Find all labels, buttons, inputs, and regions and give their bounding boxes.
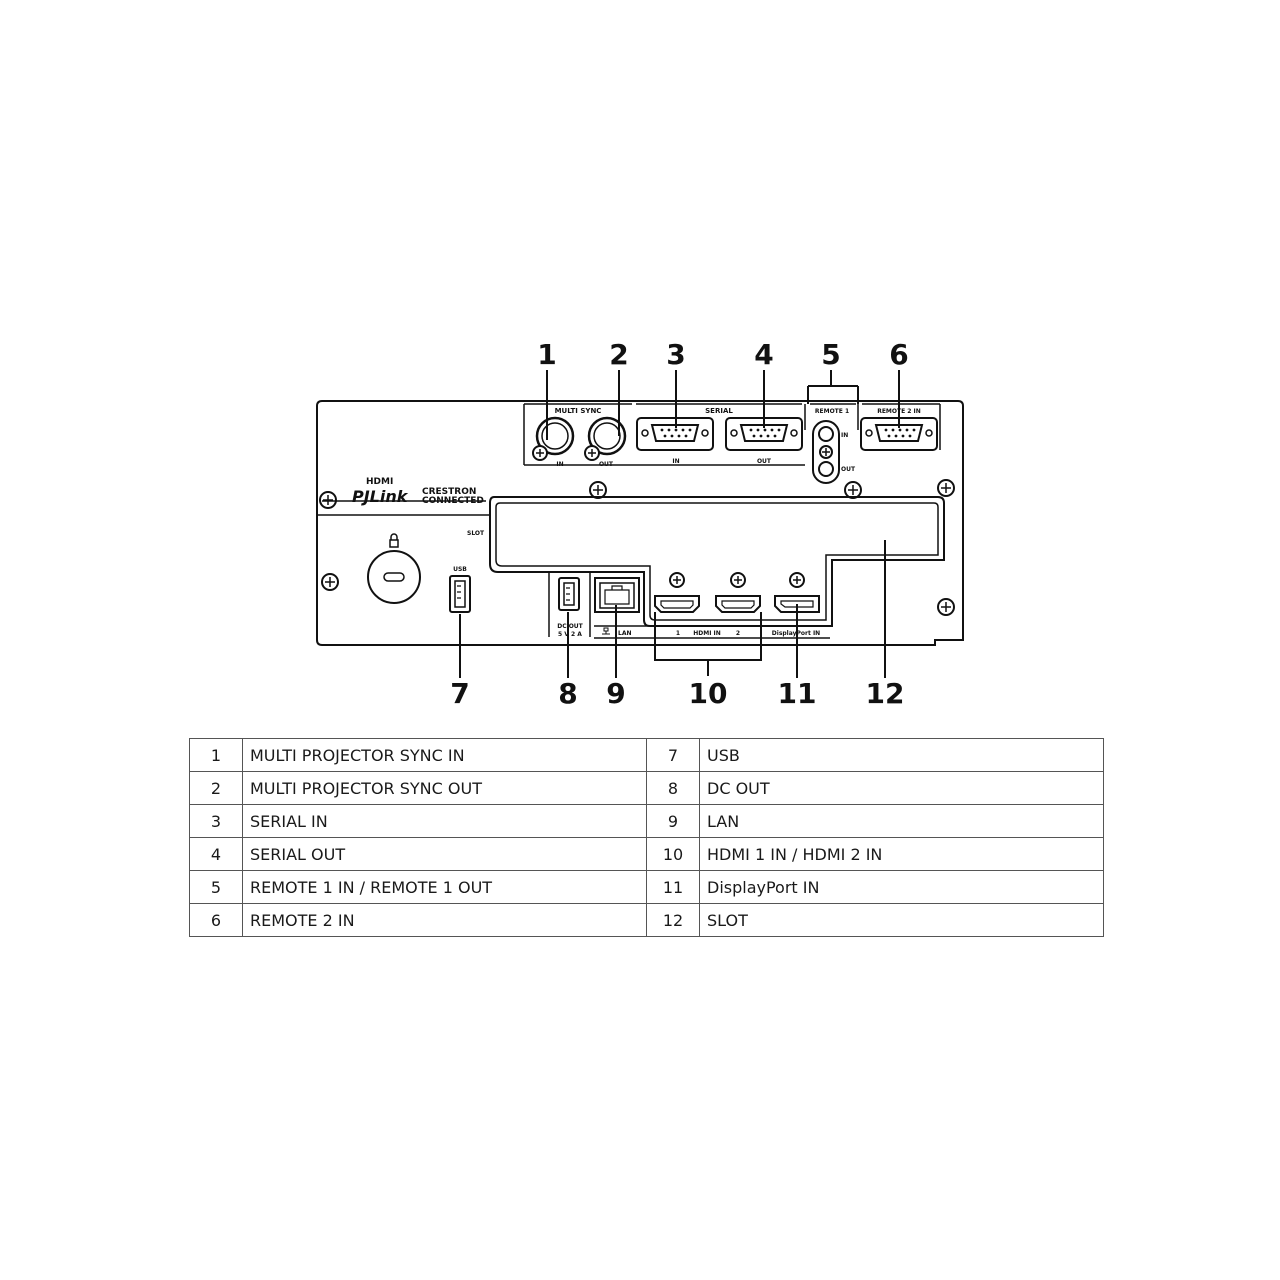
dc-out-label: DC OUT [557, 623, 583, 630]
screw-icon [669, 572, 685, 588]
lock-icon [389, 533, 399, 548]
legend-description: MULTI PROJECTOR SYNC OUT [242, 771, 647, 805]
legend-number: 10 [646, 837, 700, 871]
legend-description: LAN [699, 804, 1104, 838]
legend-number: 1 [189, 738, 243, 772]
legend-description: DC OUT [699, 771, 1104, 805]
legend-number: 8 [646, 771, 700, 805]
multi-sync-label: MULTI SYNC [555, 407, 602, 415]
legend-description: REMOTE 2 IN [242, 903, 647, 937]
legend-number: 2 [189, 771, 243, 805]
usb-port[interactable] [449, 575, 471, 613]
terminal-panel-diagram: MULTI SYNC IN OUT SERIAL IN OUT [316, 338, 964, 710]
legend-description: SERIAL IN [242, 804, 647, 838]
remote1-jacks[interactable] [812, 420, 840, 484]
hdmi-logo: HDMI [366, 477, 393, 487]
remote1-out-label: OUT [841, 466, 856, 473]
screw-icon [844, 481, 862, 499]
callout-1: 1 [537, 338, 556, 371]
multi-sync-in-connector[interactable] [532, 416, 575, 461]
legend-number: 9 [646, 804, 700, 838]
callout-numbers: 1 2 3 4 5 6 7 8 9 10 11 12 [450, 338, 908, 710]
callout-10: 10 [689, 677, 728, 710]
crestron-logo-line1: CRESTRON [422, 487, 476, 497]
legend-description: MULTI PROJECTOR SYNC IN [242, 738, 647, 772]
table-row: 4 SERIAL OUT 10 HDMI 1 IN / HDMI 2 IN [189, 837, 1104, 871]
callout-9: 9 [606, 677, 625, 710]
legend-number: 12 [646, 903, 700, 937]
legend-number: 11 [646, 870, 700, 904]
legend-number: 4 [189, 837, 243, 871]
serial-in-label: IN [672, 458, 679, 465]
screw-icon [789, 572, 805, 588]
table-row: 5 REMOTE 1 IN / REMOTE 1 OUT 11 DisplayP… [189, 870, 1104, 904]
pjlink-logo: PJLink [352, 487, 409, 506]
network-icon [602, 627, 610, 635]
dc-out-rating-label: 5 V 2 A [558, 631, 582, 638]
callout-7: 7 [450, 677, 469, 710]
screw-icon [937, 598, 955, 616]
top-label-bars [524, 403, 941, 450]
legend-description: DisplayPort IN [699, 870, 1104, 904]
crestron-logo-line2: CONNECTED [422, 496, 484, 506]
legend-description: REMOTE 1 IN / REMOTE 1 OUT [242, 870, 647, 904]
screw-icon [319, 491, 337, 509]
legend-description: SLOT [699, 903, 1104, 937]
serial-label: SERIAL [705, 407, 733, 415]
callout-8: 8 [558, 677, 577, 710]
callout-3: 3 [666, 338, 685, 371]
displayport-port[interactable] [774, 595, 820, 613]
security-slot[interactable] [367, 550, 421, 604]
hdmi-1-label: 1 [676, 630, 680, 637]
hdmi-in-label: HDMI IN [693, 630, 721, 637]
projector-housing [316, 400, 964, 646]
dc-out-port[interactable] [558, 577, 580, 611]
legend-number: 7 [646, 738, 700, 772]
hdmi-2-label: 2 [736, 630, 740, 637]
remote1-label: REMOTE 1 [815, 408, 849, 415]
legend-description: USB [699, 738, 1104, 772]
hdmi-2-port[interactable] [715, 595, 761, 613]
slot-label: SLOT [467, 530, 485, 537]
legend-description: SERIAL OUT [242, 837, 647, 871]
screw-icon [321, 573, 339, 591]
callout-11: 11 [778, 677, 817, 710]
screw-icon [730, 572, 746, 588]
usb-label: USB [453, 566, 467, 573]
table-row: 2 MULTI PROJECTOR SYNC OUT 8 DC OUT [189, 771, 1104, 805]
hdmi-1-port[interactable] [654, 595, 700, 613]
terminal-legend-table: 1 MULTI PROJECTOR SYNC IN 7 USB 2 MULTI … [189, 738, 1104, 937]
callout-2: 2 [609, 338, 628, 371]
legend-number: 5 [189, 870, 243, 904]
callout-12: 12 [866, 677, 905, 710]
callout-6: 6 [889, 338, 908, 371]
serial-out-label: OUT [757, 458, 772, 465]
lan-label: LAN [618, 630, 632, 637]
remote1-in-label: IN [841, 432, 848, 439]
screw-icon [937, 479, 955, 497]
legend-number: 3 [189, 804, 243, 838]
callout-5: 5 [821, 338, 840, 371]
screw-icon [589, 481, 607, 499]
legend-number: 6 [189, 903, 243, 937]
remote2-in-connector[interactable] [860, 417, 938, 451]
legend-description: HDMI 1 IN / HDMI 2 IN [699, 837, 1104, 871]
callout-4: 4 [754, 338, 773, 371]
multi-sync-in-label: IN [556, 461, 563, 468]
callout-leader-lines [459, 370, 900, 678]
expansion-slot[interactable] [489, 496, 945, 627]
table-row: 1 MULTI PROJECTOR SYNC IN 7 USB [189, 738, 1104, 772]
table-row: 6 REMOTE 2 IN 12 SLOT [189, 903, 1104, 937]
table-row: 3 SERIAL IN 9 LAN [189, 804, 1104, 838]
multi-sync-out-label: OUT [599, 461, 614, 468]
